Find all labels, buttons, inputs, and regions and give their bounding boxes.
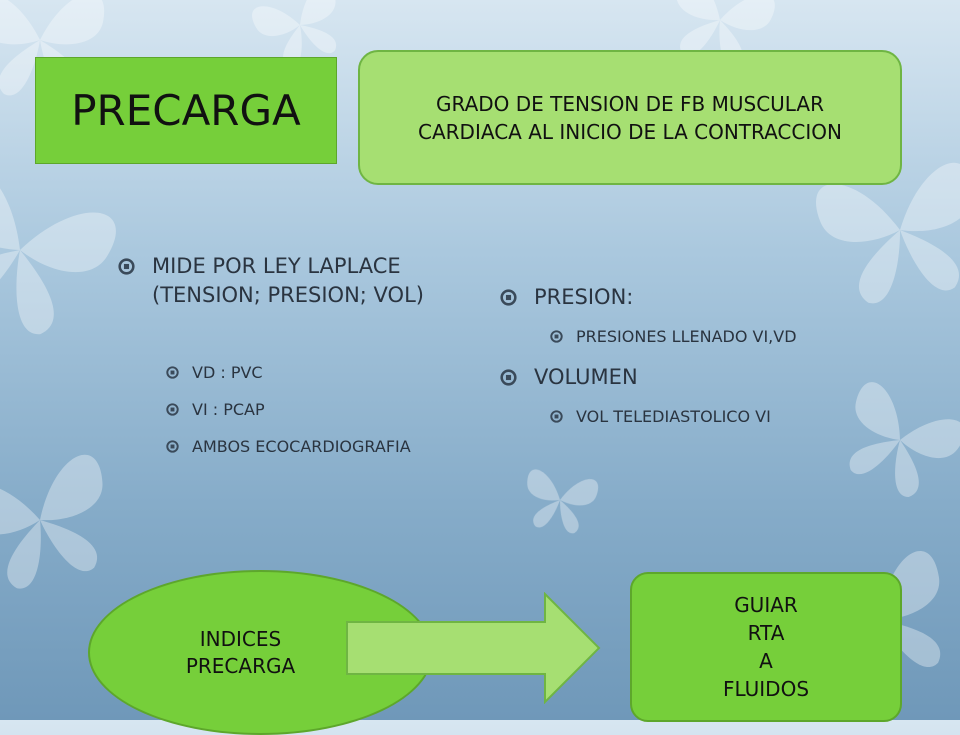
- list-item-text: VI : PCAP: [192, 400, 265, 419]
- list-item: VOLUMEN: [500, 363, 830, 392]
- list-item-text: PRESION:: [534, 285, 634, 309]
- left-bullet-list: MIDE POR LEY LAPLACE (TENSION; PRESION; …: [118, 252, 458, 473]
- list-item-text: AMBOS ECOCARDIOGRAFIA: [192, 437, 411, 456]
- indices-line-2: PRECARGA: [185, 653, 296, 678]
- result-line-2: RTA: [747, 621, 785, 645]
- list-item: VI : PCAP: [166, 399, 458, 421]
- slide-title: PRECARGA: [35, 57, 337, 164]
- result-line-4: FLUIDOS: [722, 677, 810, 701]
- bullet-icon: [118, 252, 152, 275]
- slide-title-text: PRECARGA: [71, 86, 301, 135]
- sub-list: PRESIONES LLENADO VI,VD: [550, 326, 830, 348]
- bullet-icon: [500, 283, 534, 306]
- bullet-icon: [550, 326, 576, 343]
- list-item: AMBOS ECOCARDIOGRAFIA: [166, 436, 458, 458]
- result-line-3: A: [759, 649, 773, 673]
- list-item: PRESIONES LLENADO VI,VD: [550, 326, 830, 348]
- definition-box: GRADO DE TENSION DE FB MUSCULAR CARDIACA…: [358, 50, 902, 185]
- list-item-text: VOL TELEDIASTOLICO VI: [576, 407, 771, 426]
- bullet-icon: [166, 362, 192, 379]
- result-box: GUIAR RTA A FLUIDOS: [630, 572, 902, 722]
- list-item-text: MIDE POR LEY LAPLACE (TENSION; PRESION; …: [152, 254, 424, 307]
- list-item-text: VOLUMEN: [534, 365, 638, 389]
- bullet-icon: [500, 363, 534, 386]
- sub-list: VOL TELEDIASTOLICO VI: [550, 406, 830, 428]
- right-bullet-list: PRESION: PRESIONES LLENADO VI,VD VOLUMEN…: [500, 283, 830, 443]
- right-arrow-icon: [346, 592, 601, 704]
- list-item: MIDE POR LEY LAPLACE (TENSION; PRESION; …: [118, 252, 458, 310]
- list-item: PRESION:: [500, 283, 830, 312]
- bullet-icon: [166, 399, 192, 416]
- bullet-icon: [166, 436, 192, 453]
- result-line-1: GUIAR: [734, 593, 798, 617]
- sub-list: VD : PVC VI : PCAP AMBOS ECOCARDIOGRAFIA: [166, 362, 458, 458]
- list-item: VD : PVC: [166, 362, 458, 384]
- bullet-icon: [550, 406, 576, 423]
- list-item-text: PRESIONES LLENADO VI,VD: [576, 327, 797, 346]
- list-item: VOL TELEDIASTOLICO VI: [550, 406, 830, 428]
- indices-line-1: INDICES: [199, 626, 282, 651]
- list-item-text: VD : PVC: [192, 363, 263, 382]
- definition-text: GRADO DE TENSION DE FB MUSCULAR CARDIACA…: [418, 91, 842, 144]
